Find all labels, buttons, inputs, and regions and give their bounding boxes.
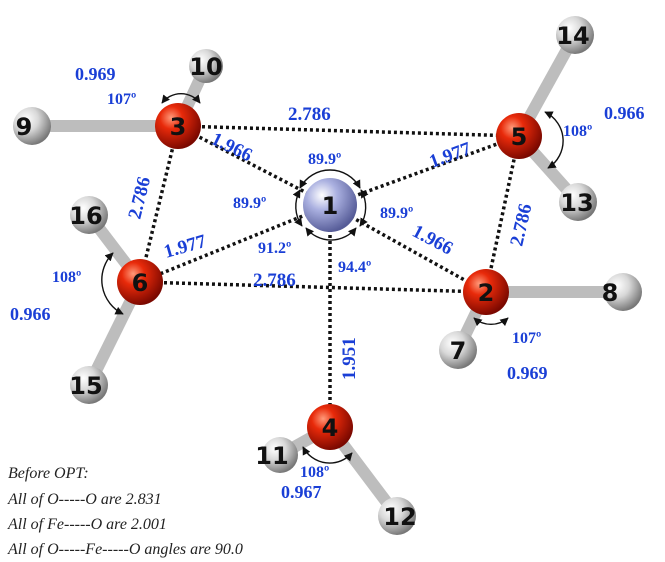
ofeo-left: 89.9º	[233, 195, 266, 212]
oh-o5: 0.966	[604, 103, 645, 123]
oh-o4: 0.967	[281, 482, 322, 502]
hydrogen-atoms	[13, 16, 642, 535]
atom-h13	[559, 183, 597, 221]
label-fe1: 1	[322, 192, 339, 220]
arc-o4	[302, 446, 353, 464]
atom-h14	[556, 16, 594, 54]
line-fe-o5	[329, 134, 520, 207]
arc-fe-top	[299, 169, 361, 189]
arc-fe-bottom	[305, 227, 357, 241]
label-o2: 2	[478, 279, 495, 307]
dist-fe-o3: 1.966	[208, 129, 256, 167]
atom-h9	[13, 107, 51, 145]
arc-fe-left	[292, 189, 303, 227]
oh-o6: 0.966	[10, 304, 51, 324]
oh-o2: 0.969	[507, 363, 548, 383]
dist-o3-o5: 2.786	[288, 104, 331, 125]
atom-labels: 1 2 3 4 5 6 7 8 9 10 11 12 13 14 15 16	[16, 22, 619, 531]
note-line-2: All of O-----O are 2.831	[7, 491, 162, 508]
angle-arcs	[101, 93, 564, 464]
arc-o3	[161, 93, 201, 104]
line-o6-o2	[139, 280, 487, 294]
label-h10: 10	[189, 53, 222, 81]
oh-o3: 0.969	[75, 64, 116, 84]
heavy-atoms	[117, 103, 542, 450]
line-fe-o3	[177, 124, 331, 207]
atom-o5	[496, 113, 542, 159]
label-o5: 5	[511, 123, 528, 151]
line-o5-o2	[484, 135, 521, 293]
label-h9: 9	[16, 113, 33, 141]
arc-o5	[544, 111, 564, 169]
atom-o6	[117, 259, 163, 305]
label-o6: 6	[132, 269, 149, 297]
line-o3-o6	[138, 125, 180, 283]
line-fe-o6	[139, 203, 331, 284]
atom-h15	[70, 366, 108, 404]
dist-fe-o5: 1.977	[427, 138, 475, 173]
label-h16: 16	[69, 202, 102, 230]
hoh-o5: 108º	[563, 123, 592, 140]
atom-o3	[155, 103, 201, 149]
hoh-o2: 107º	[512, 330, 541, 347]
arc-fe-right	[359, 189, 369, 227]
atom-fe1	[303, 178, 357, 232]
atom-h11	[262, 437, 298, 473]
dist-o5-o2: 2.786	[506, 202, 536, 248]
ofeo-angle-labels: 89.9º 89.9º 89.9º 91.2º 94.4º	[233, 151, 413, 276]
dotted-bonds	[138, 124, 521, 427]
hoh-o3: 107º	[107, 91, 136, 108]
atom-h10	[189, 49, 223, 83]
oh-bond-labels: 0.969 0.966 0.966 0.969 0.967	[10, 64, 645, 502]
label-h11: 11	[255, 442, 288, 470]
before-opt-note: Before OPT: All of O-----O are 2.831 All…	[7, 465, 243, 558]
ofeo-top: 89.9º	[308, 151, 341, 168]
dist-fe-o4: 1.951	[339, 337, 360, 380]
atom-h8	[604, 273, 642, 311]
ofeo-right: 89.9º	[380, 205, 413, 222]
arc-o6	[101, 252, 124, 315]
label-o4: 4	[322, 414, 339, 442]
dist-o6-o2: 2.786	[253, 270, 296, 291]
ofeo-bottom-right: 94.4º	[338, 259, 371, 276]
label-h14: 14	[556, 22, 589, 50]
dist-o3-o6: 2.786	[124, 175, 155, 222]
hoh-o6: 108º	[52, 269, 81, 286]
line-o3-o5	[177, 124, 520, 138]
note-line-4: All of O-----Fe-----O angles are 90.0	[7, 541, 243, 558]
atom-h7	[439, 331, 477, 369]
atom-o4	[307, 404, 353, 450]
label-h7: 7	[450, 337, 467, 365]
ofeo-bottom-left: 91.2º	[258, 240, 291, 257]
label-h13: 13	[560, 189, 593, 217]
label-h15: 15	[69, 372, 102, 400]
atom-h12	[378, 497, 416, 535]
atom-o2	[463, 269, 509, 315]
note-line-3: All of Fe-----O are 2.001	[7, 516, 167, 533]
label-h8: 8	[602, 279, 619, 307]
label-h12: 12	[383, 503, 416, 531]
hoh-angle-labels: 107º 108º 108º 107º 108º	[52, 91, 592, 481]
note-line-1: Before OPT:	[8, 465, 89, 482]
atom-h16	[70, 196, 108, 234]
arc-o2	[473, 317, 509, 327]
label-o3: 3	[170, 113, 187, 141]
hoh-o4: 108º	[300, 464, 329, 481]
